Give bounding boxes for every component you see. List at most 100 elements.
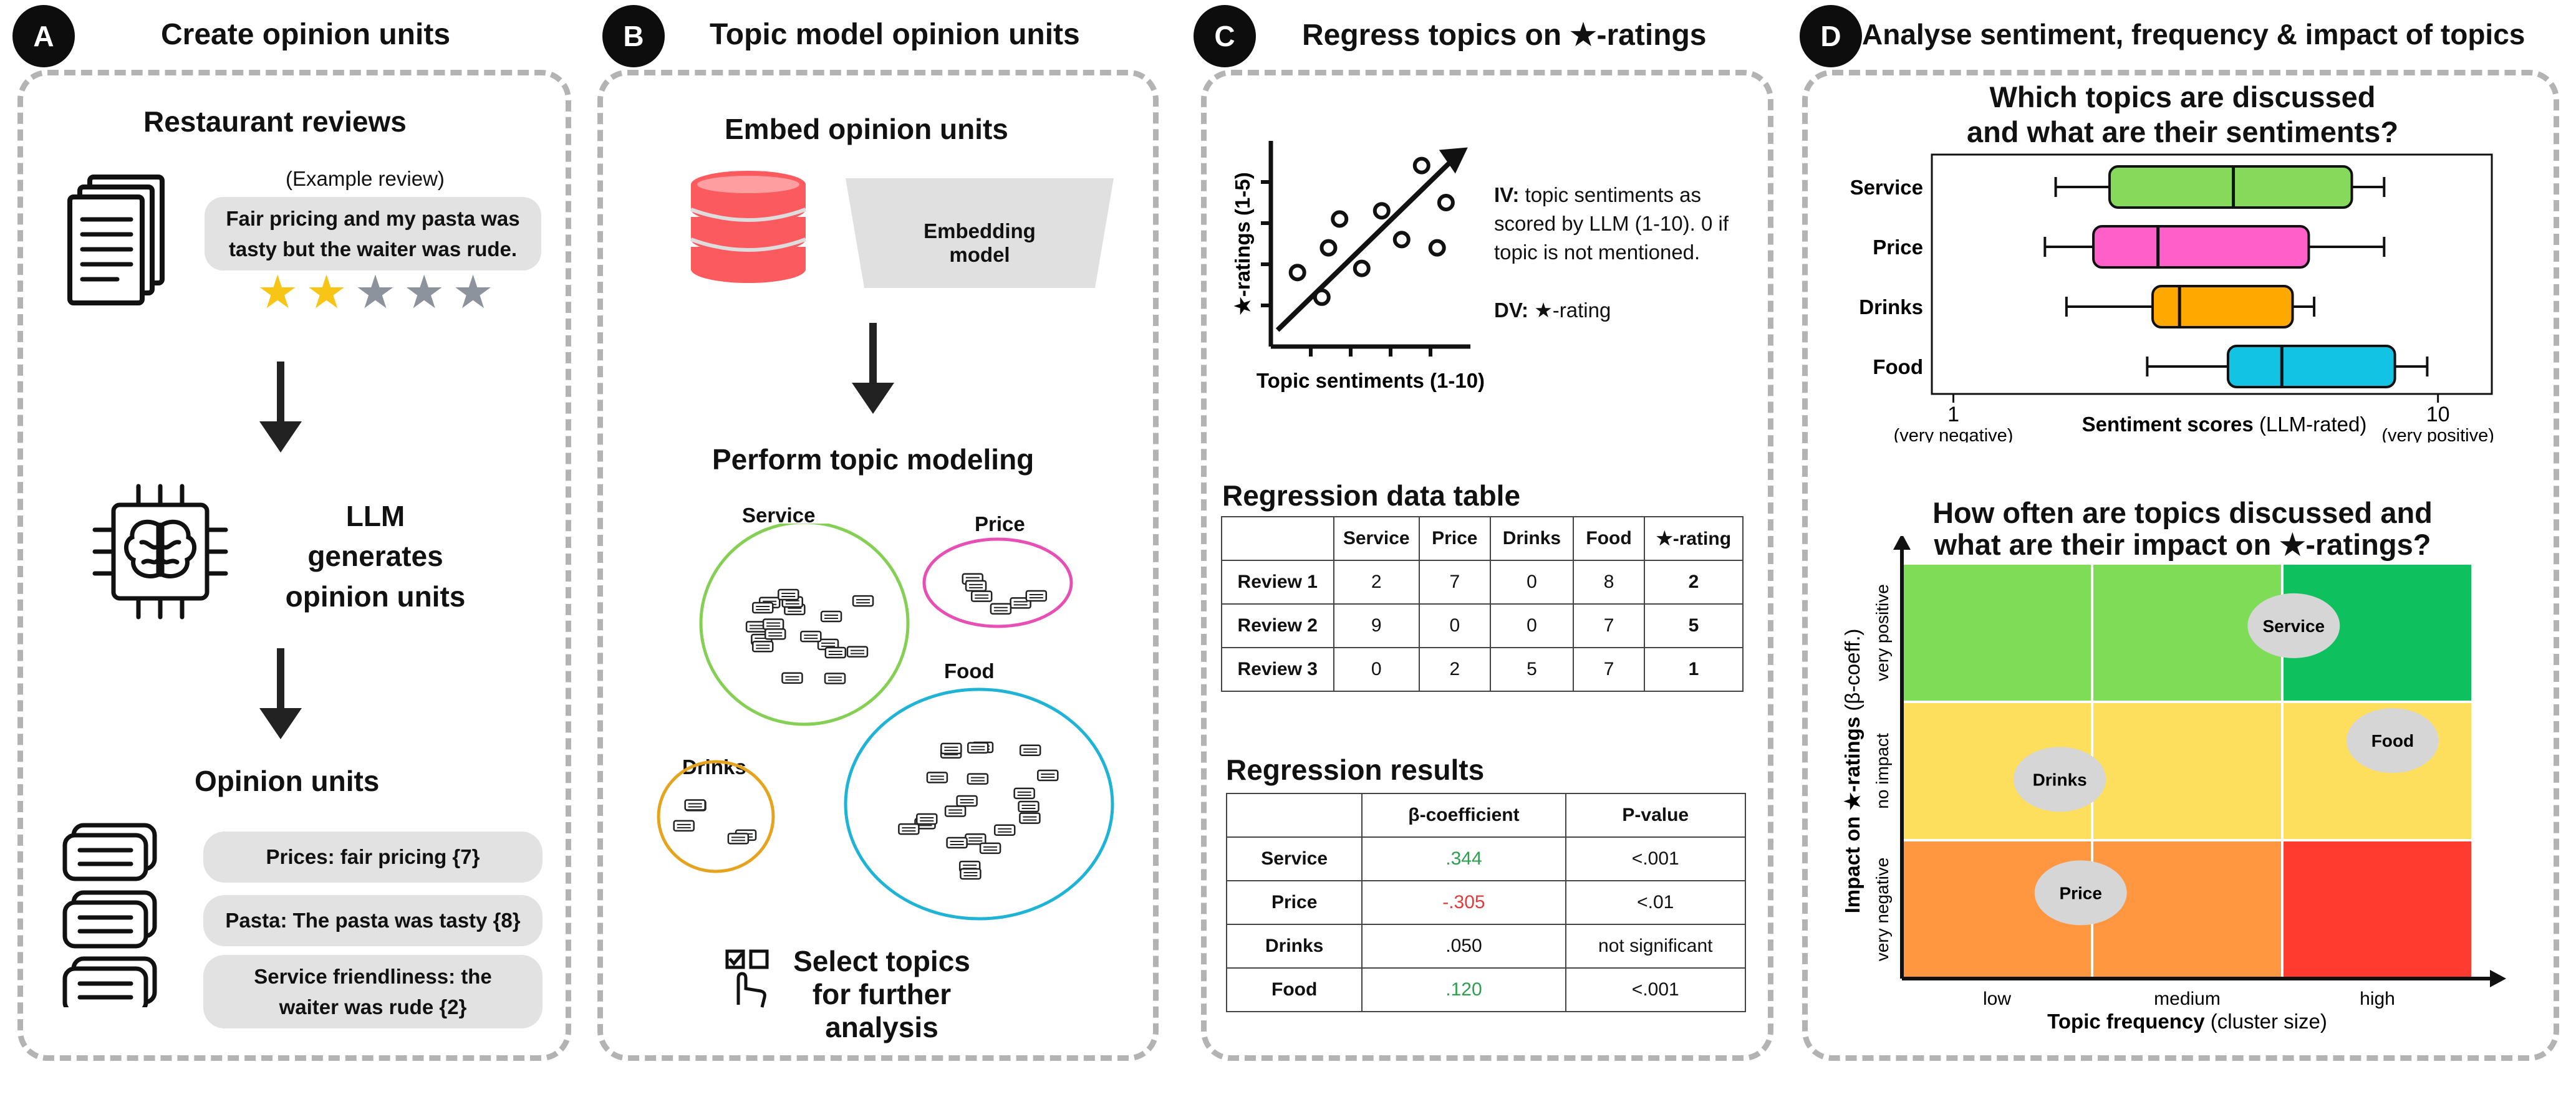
table-cell: 7 (1573, 647, 1645, 692)
topic-bubble-drinks (2014, 747, 2106, 812)
documents-icon (67, 175, 165, 305)
scatter-point (1353, 259, 1371, 277)
opinion-unit-mark (781, 672, 803, 684)
matrix-y-arrowhead (1893, 536, 1911, 550)
iv-description: topic sentiments as scored by LLM (1-10)… (1494, 183, 1729, 264)
star-icon: ★ (257, 266, 306, 318)
topic-bubble-service (2247, 593, 2340, 658)
example-review-label: (Example review) (286, 167, 445, 190)
table-cell: 7 (1573, 603, 1645, 648)
table-row: Food.120<.001 (1225, 967, 1747, 1012)
topic-bubble-label: Food (2371, 731, 2414, 750)
box-service (2108, 165, 2353, 209)
trend-arrow (1275, 149, 1464, 332)
box-price (2092, 225, 2310, 269)
scatter-point (1412, 156, 1430, 175)
table-cell: 5 (1643, 603, 1744, 648)
matrix-x-category: high (2360, 989, 2395, 1009)
box-category-label: Food (1873, 355, 1923, 378)
scatter-point (1372, 202, 1391, 220)
opinion-unit-mark (1037, 769, 1059, 782)
panel-a-badge: A (12, 5, 75, 67)
cluster-service (699, 524, 910, 726)
table-cell: 9 (1333, 603, 1420, 648)
opinion-unit-mark (915, 813, 938, 825)
opinion-unit-mark (967, 773, 989, 785)
table-header-cell: Drinks (1489, 516, 1575, 561)
example-review: Fair pricing and my pasta was tasty but … (205, 197, 541, 271)
dv-text: DV: ★-rating (1494, 298, 1611, 322)
select-pointer-icon (725, 949, 769, 1008)
trend-arrowhead (1439, 147, 1468, 174)
opinion-unit-item: Service friendliness: the waiter was rud… (203, 955, 543, 1028)
topic-bubble-label: Drinks (2033, 770, 2087, 789)
panel-c-badge: C (1194, 5, 1256, 67)
table-cell: 1 (1643, 647, 1744, 692)
opinion-unit-mark (752, 640, 774, 653)
data-table-heading: Regression data table (1222, 479, 1521, 512)
table-cell: .120 (1361, 967, 1566, 1012)
opinion-units-icon (62, 823, 157, 1007)
scatter-y-label: ★-ratings (1-5) (1231, 172, 1254, 315)
arrow-down-icon (259, 362, 302, 453)
box-x-tick-label: 1 (1947, 403, 1959, 426)
opinion-unit-mark (965, 580, 987, 592)
topic-bubble-label: Price (2059, 883, 2102, 903)
panel-c-title: Regress topics on ★-ratings (1302, 19, 1707, 52)
table-cell: .050 (1361, 924, 1566, 969)
table-cell: -.305 (1361, 880, 1566, 925)
opinion-unit-mark (956, 795, 978, 807)
scatter-point (1428, 239, 1446, 257)
box-chart-title-line2: and what are their sentiments? (1966, 115, 2399, 149)
panel-b (597, 70, 1159, 1061)
star-icon: ★ (306, 266, 355, 318)
table-cell: Price (1225, 880, 1363, 925)
table-cell: Food (1225, 967, 1363, 1012)
cluster-label-service: Service (742, 504, 816, 527)
box-chart-title: Which topics are discussed and what are … (1883, 80, 2482, 150)
opinion-unit-mark (824, 646, 847, 659)
matrix-y-category: very negative (1873, 858, 1892, 962)
cluster-food (844, 688, 1114, 921)
box-x-tick-sublabel: (very positive) (2381, 426, 2494, 443)
ai-brain-chip-icon (92, 484, 228, 620)
opinion-unit-mark (1010, 597, 1031, 609)
opinion-unit-mark (1018, 800, 1040, 813)
box-x-axis-label: Sentiment scores (LLM-rated) (2082, 413, 2367, 436)
scatter-point (1437, 194, 1455, 211)
panel-d (1802, 70, 2559, 1061)
topic-bubble-label: Service (2262, 616, 2325, 636)
topic-bubble-food (2346, 708, 2439, 774)
matrix-y-category: very positive (1873, 584, 1892, 681)
opinion-unit-mark (979, 842, 1001, 855)
opinion-unit-mark (852, 595, 874, 607)
opinion-unit-item: Pasta: The pasta was tasty {8} (203, 895, 543, 946)
table-cell: <.01 (1565, 880, 1747, 925)
scatter-point (1331, 210, 1349, 228)
table-cell: Drinks (1225, 924, 1363, 969)
opinion-unit-mark (1019, 812, 1041, 824)
box-category-label: Drinks (1859, 295, 1923, 319)
matrix-cell (2281, 839, 2474, 980)
table-cell: 0 (1333, 647, 1420, 692)
table-cell: <.001 (1565, 836, 1747, 881)
scatter-plot: Topic sentiments (1-10)★-ratings (1-5) (1231, 141, 1485, 392)
opinion-unit-mark (846, 646, 869, 658)
impact-chart-title: How often are topics discussed and what … (1871, 497, 2494, 561)
scatter-point (1288, 264, 1306, 282)
star-icon: ★ (354, 266, 404, 318)
table-header-cell: ★-rating (1643, 516, 1744, 561)
table-cell: 8 (1573, 560, 1645, 605)
opinion-unit-mark (898, 823, 920, 835)
matrix-x-axis-label: Topic frequency (cluster size) (2047, 1010, 2327, 1033)
panel-a (17, 70, 571, 1061)
scatter-point (1392, 231, 1411, 249)
table-header-cell: Food (1573, 516, 1645, 561)
opinion-unit-mark (944, 805, 967, 817)
opinion-unit-mark (762, 618, 784, 630)
